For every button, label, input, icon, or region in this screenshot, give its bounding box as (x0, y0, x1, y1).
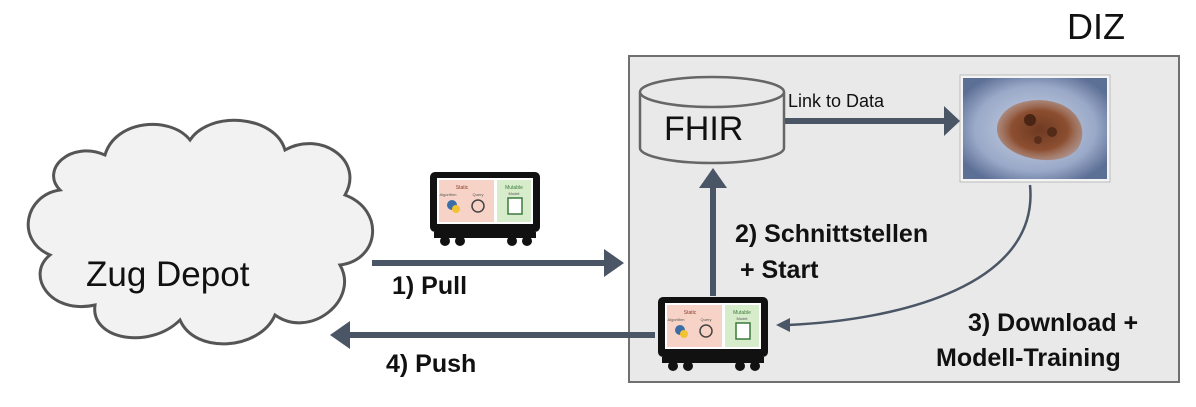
fhir-database (638, 75, 786, 165)
step-interface-line2: + Start (740, 256, 819, 284)
step-pull-label: 1) Pull (392, 272, 468, 300)
step-download-line2: Modell-Training (936, 344, 1121, 372)
depot-label: Zug Depot (86, 255, 250, 294)
train-pull-model-label: Model (509, 191, 520, 196)
download-arrowhead (776, 318, 790, 332)
train-diz-query-label: Query (701, 317, 712, 322)
train-diz-model-label: Model (737, 316, 748, 321)
train-icon-diz (658, 297, 768, 371)
fhir-label: FHIR (664, 110, 744, 148)
pull-arrowhead (604, 249, 624, 277)
train-diz-mutable-label: Mutable (733, 310, 751, 316)
push-arrowhead (330, 321, 350, 349)
step-interface-line1: 2) Schnittstellen (735, 220, 929, 248)
train-pull-algorithm-label: Algorithm (440, 192, 458, 197)
skin-lesion-image (959, 74, 1111, 183)
train-diz-static-label: Static (684, 310, 697, 316)
step-download-line1: 3) Download + (968, 309, 1139, 337)
interface-arrowhead (699, 168, 727, 188)
link-arrowhead (944, 106, 960, 136)
diz-title: DIZ (1067, 6, 1125, 47)
train-diz-algorithm-label: Algorithm (668, 317, 686, 322)
train-icon-pull (430, 172, 540, 246)
train-pull-mutable-label: Mutable (505, 185, 523, 191)
zug-depot-cloud (26, 118, 374, 346)
download-arrow (787, 184, 1032, 327)
step-push-label: 4) Push (386, 350, 477, 378)
link-to-data-label: Link to Data (788, 91, 885, 111)
train-pull-query-label: Query (473, 192, 484, 197)
train-pull-static-label: Static (456, 185, 469, 191)
